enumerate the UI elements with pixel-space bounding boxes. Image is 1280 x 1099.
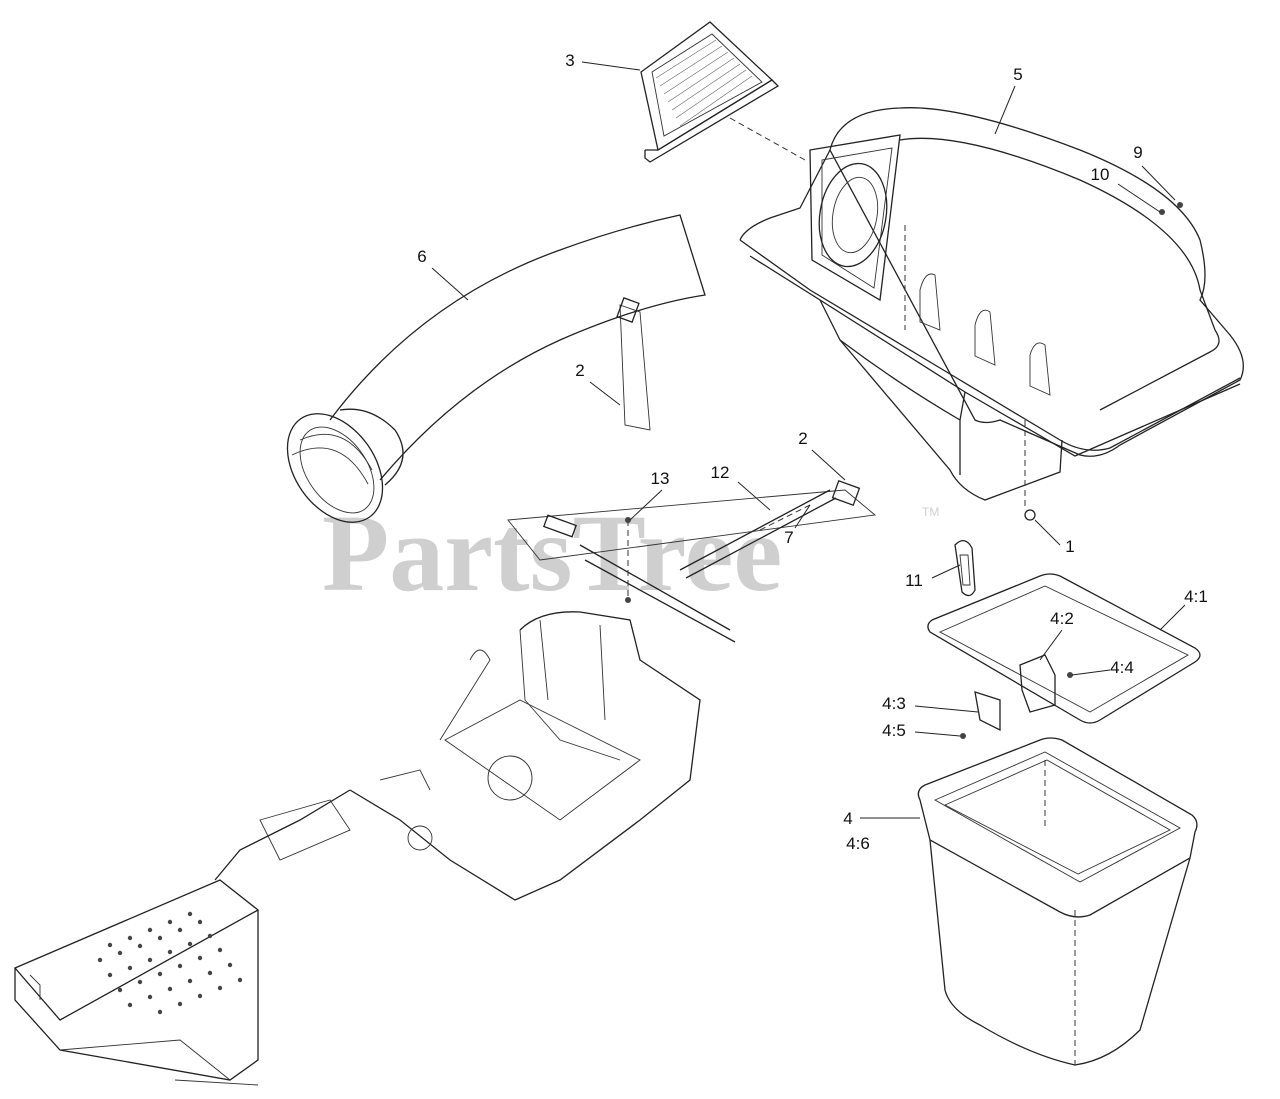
callout-c11: 11: [905, 571, 923, 590]
part-4-1-frame: [927, 573, 1201, 739]
callout-c7: 7: [784, 528, 793, 547]
part-6-chute: [286, 214, 706, 523]
callout-c12: 12: [711, 463, 730, 482]
part-5-hopper: [739, 107, 1244, 510]
callout-c44: 4:4: [1110, 658, 1134, 677]
part-1-bolt: [1024, 509, 1036, 521]
callout-c41: 4:1: [1184, 587, 1208, 606]
callout-c13: 13: [651, 469, 670, 488]
callout-c10: 10: [1091, 165, 1110, 184]
callout-c5: 5: [1013, 65, 1022, 84]
callout-c43: 4:3: [882, 694, 906, 713]
watermark: PartsTree: [322, 492, 782, 614]
callout-c2a: 2: [575, 361, 584, 380]
chassis-frame: [13, 611, 701, 1086]
callout-c6: 6: [417, 247, 426, 266]
callout-c1: 1: [1065, 537, 1074, 556]
callout-c45: 4:5: [882, 721, 906, 740]
part-mount-assembly: [507, 479, 877, 643]
watermark-trademark: TM: [922, 505, 939, 519]
part-4-bin: [917, 737, 1198, 1066]
callout-c9: 9: [1133, 143, 1142, 162]
leader-lines: [431, 61, 1186, 819]
callout-c42: 4:2: [1050, 609, 1074, 628]
callout-c2b: 2: [798, 429, 807, 448]
part-2-bracket-upper: [616, 297, 651, 431]
callout-c46: 4:6: [846, 834, 870, 853]
callout-c4: 4: [843, 809, 852, 828]
part-3-screen: [640, 21, 780, 163]
part-11-latch: [954, 540, 976, 597]
callout-c3: 3: [565, 51, 574, 70]
